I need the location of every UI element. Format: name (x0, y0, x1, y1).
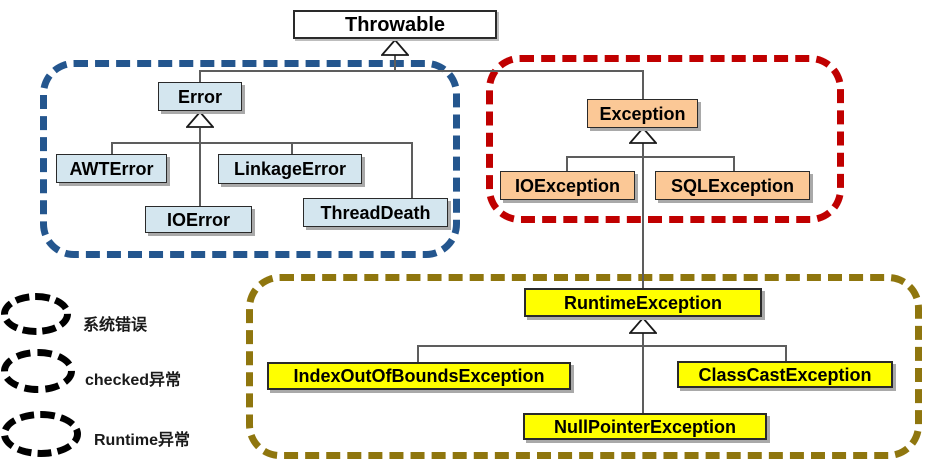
node-throwable: Throwable (293, 10, 497, 39)
edge-to-ioexception (566, 156, 568, 172)
edge-to-exception (642, 70, 644, 100)
node-linkageerror: LinkageError (218, 154, 362, 184)
node-runtimeexception: RuntimeException (524, 288, 762, 317)
node-sqlexception: SQLException (655, 171, 810, 200)
edge-to-awterror (111, 142, 113, 155)
edge-error-branch (112, 142, 412, 144)
node-awterror: AWTError (56, 154, 167, 183)
inheritance-arrow-icon-throwable (381, 39, 409, 56)
runtime-exception-group-outline (246, 274, 922, 459)
inheritance-arrow-icon-error (186, 111, 214, 128)
edge-exception-stem-to-runtime (642, 141, 644, 289)
node-indexoutofboundsexception: IndexOutOfBoundsException (267, 362, 571, 390)
legend-label-system-error: 系统错误 (83, 317, 148, 334)
node-classcastexception: ClassCastException (677, 361, 893, 388)
legend-swatch-system-error (1, 293, 71, 335)
edge-throwable-stem (394, 55, 396, 71)
node-nullpointerexception: NullPointerException (523, 413, 767, 440)
node-threaddeath: ThreadDeath (303, 198, 448, 227)
edge-to-linkageerror (291, 142, 293, 155)
inheritance-arrow-icon-runtime (629, 317, 657, 334)
edge-to-classcast (785, 345, 787, 362)
edge-to-sqlexception (733, 156, 735, 172)
edge-runtime-stem-to-nullpointer (642, 333, 644, 414)
legend-label-runtime-exception: Runtime异常 (94, 432, 191, 449)
edge-runtime-branch (418, 345, 786, 347)
node-ioerror: IOError (145, 206, 252, 233)
edge-to-error (199, 70, 201, 83)
legend-swatch-runtime-exception (1, 411, 81, 457)
node-ioexception: IOException (500, 171, 635, 200)
edge-exception-branch (567, 156, 734, 158)
checked-exception-group-outline (486, 55, 844, 223)
inheritance-arrow-icon-exception (629, 127, 657, 144)
edge-to-threaddeath (411, 142, 413, 199)
edge-throwable-branch (200, 70, 644, 72)
system-error-group-outline (40, 60, 460, 258)
edge-error-stem-to-ioerror (199, 128, 201, 207)
legend-swatch-checked-exception (1, 349, 75, 393)
node-exception: Exception (587, 99, 698, 128)
legend-label-checked-exception: checked异常 (85, 372, 182, 389)
edge-to-indexoutofbounds (417, 345, 419, 363)
node-error: Error (158, 82, 242, 111)
